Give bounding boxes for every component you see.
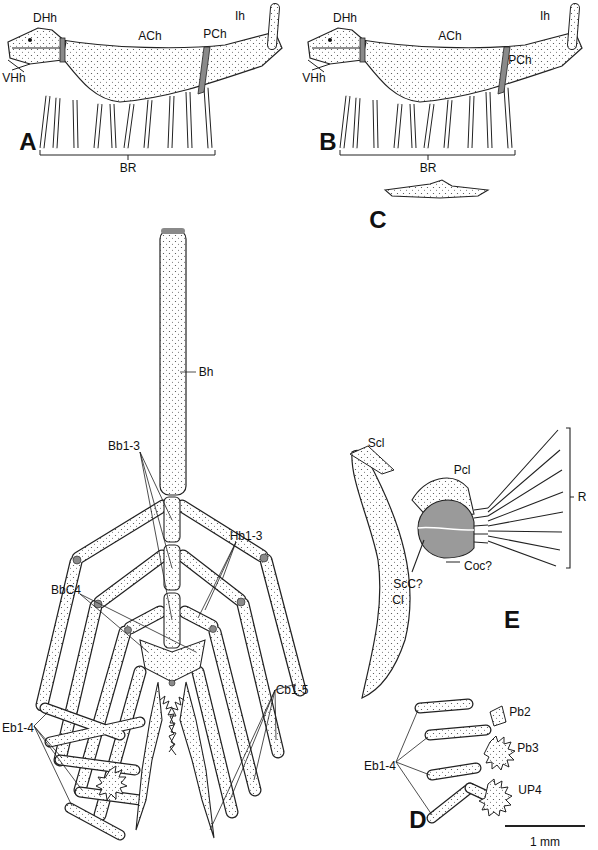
bone-outline (180, 372, 196, 373)
bone-outline (412, 428, 574, 572)
part-label: Hb1-3 (230, 530, 263, 542)
part-label: UP4 (518, 784, 541, 796)
part-label: Ih (540, 10, 550, 22)
part-label: Ih (235, 10, 245, 22)
bone-outline (34, 712, 82, 806)
bone-outline (260, 554, 268, 562)
panel-letter: D (409, 808, 426, 832)
bone-outline (479, 779, 512, 816)
bone-outline (210, 626, 217, 633)
panel-letter: E (504, 608, 520, 632)
part-label: DHh (33, 12, 57, 24)
part-label: Pcl (454, 464, 471, 476)
hyoid-arch-a (8, 8, 282, 160)
part-label: Eb1-4 (2, 722, 34, 734)
bone-outline (161, 228, 185, 234)
panel-letter: A (19, 130, 36, 154)
part-label: Pb2 (509, 706, 530, 718)
bone-outline (237, 598, 245, 606)
part-label: ACh (138, 30, 161, 42)
bone-outline (418, 500, 474, 558)
part-label: VHh (2, 72, 25, 84)
bone-outline (488, 430, 563, 566)
hyoid-arch-b (308, 8, 582, 160)
bone-outline (180, 682, 214, 838)
pectoral-girdle (350, 428, 574, 698)
bone-outline (420, 704, 486, 818)
bone-outline (96, 766, 127, 800)
bone-outline (45, 708, 140, 835)
bone-outline (566, 428, 574, 568)
panel-letter: C (369, 208, 386, 232)
bone-outline (352, 450, 410, 698)
part-label: Pb3 (517, 742, 538, 754)
bone-outline (140, 640, 205, 682)
branchial-skeleton (34, 228, 300, 838)
part-label: Cb1-5 (276, 684, 309, 696)
part-label: Coc? (464, 560, 492, 572)
part-label: VHh (302, 72, 325, 84)
scale-label: 1 mm (530, 836, 560, 848)
bone-outline (45, 708, 140, 835)
part-label: BR (420, 162, 437, 174)
bone-c (385, 180, 488, 198)
part-label: BR (120, 162, 137, 174)
bone-outline (140, 452, 172, 620)
bone-outline (169, 680, 175, 686)
bone-outline (210, 684, 296, 830)
part-label: R (578, 491, 587, 503)
bone-outline (34, 372, 296, 830)
bone-outline (396, 710, 432, 815)
bone-outline (474, 508, 488, 543)
bone-outline (73, 554, 268, 686)
part-label: BbC4 (51, 584, 81, 596)
part-label: DHh (333, 12, 357, 24)
bone-outline (80, 594, 196, 652)
bone-outline (484, 736, 515, 770)
bone-outline (396, 710, 432, 815)
part-label: Bb1-3 (108, 440, 140, 452)
bone-outline (350, 446, 394, 474)
part-label: Bh (199, 366, 214, 378)
bone-outline (420, 704, 486, 818)
bone-outline (418, 527, 474, 530)
bone-outline (136, 682, 162, 830)
part-label: PCh (508, 54, 531, 66)
bone-outline (490, 706, 506, 726)
scale-bar (505, 825, 585, 827)
bone-outline (42, 506, 300, 815)
panel-letter: B (319, 130, 336, 154)
part-label: Eb1-4 (364, 760, 396, 772)
part-label: ACh (438, 30, 461, 42)
part-label: Scl (368, 437, 385, 449)
bone-outline (73, 556, 81, 564)
bone-outline (160, 230, 186, 495)
bone-outline (160, 696, 184, 755)
bone-outline (412, 540, 460, 572)
upper-pharyngeal-elements (396, 704, 515, 818)
bone-outline (198, 542, 236, 618)
part-label: Cl (392, 594, 403, 606)
part-label: ScC? (393, 578, 422, 590)
bone-outline (42, 506, 300, 815)
part-label: PCh (203, 28, 226, 40)
